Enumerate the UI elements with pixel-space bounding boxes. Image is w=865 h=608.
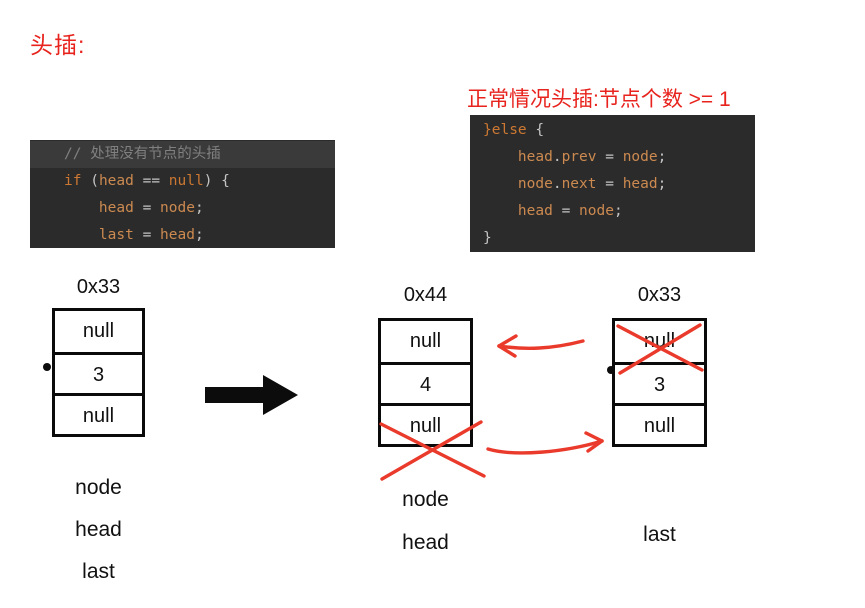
node-box-before: null 3 null — [52, 308, 145, 437]
node-cell-next: null — [381, 403, 470, 444]
pointer-label-head: head — [75, 518, 122, 541]
pointer-label-last: last — [82, 560, 115, 583]
next-pointer-arrow-icon — [486, 431, 604, 455]
node-box-new: null 4 null — [378, 318, 473, 447]
pointer-label-node: node — [75, 476, 122, 499]
code-line: head = node; — [517, 203, 623, 219]
node-cell-next: null — [615, 403, 704, 444]
node-cell-next: null — [55, 393, 142, 434]
code-line: head = node; — [98, 200, 204, 216]
node-cell-prev: null — [409, 330, 442, 352]
pointer-label-node: node — [402, 488, 449, 511]
code-block-normal-case: }else { head.prev = node; node.next = he… — [470, 115, 755, 252]
code-line: if (head == null) { — [64, 173, 230, 189]
note-normal-case: 正常情况头插:节点个数 >= 1 — [467, 88, 731, 111]
code-line: last = head; — [98, 227, 204, 243]
node-cell-prev: null — [82, 320, 115, 342]
node-cell-value: 3 — [55, 352, 142, 393]
prev-pointer-arrow-icon — [497, 334, 585, 358]
node-cell-value: 3 — [615, 362, 704, 403]
node-address: 0x33 — [76, 276, 121, 298]
transition-arrow-icon — [205, 375, 298, 415]
node-box-old-head: null 3 null — [612, 318, 707, 447]
page-title: 头插: — [30, 32, 86, 58]
code-line: head.prev = node; — [517, 149, 667, 165]
node-cell-value: 4 — [381, 362, 470, 403]
pointer-label-head: head — [402, 531, 449, 554]
code-line: // 处理没有节点的头插 — [30, 141, 335, 168]
node-cell-prev: null — [643, 330, 676, 352]
code-line: }else { — [483, 122, 545, 138]
anchor-dot-icon — [43, 363, 51, 371]
node-address: 0x44 — [403, 284, 448, 306]
node-address: 0x33 — [637, 284, 682, 306]
code-line: } — [483, 230, 492, 246]
pointer-label-last: last — [643, 523, 676, 546]
code-block-empty-list-case: // 处理没有节点的头插 if (head == null) { head = n… — [30, 140, 335, 248]
code-line: node.next = head; — [517, 176, 667, 192]
